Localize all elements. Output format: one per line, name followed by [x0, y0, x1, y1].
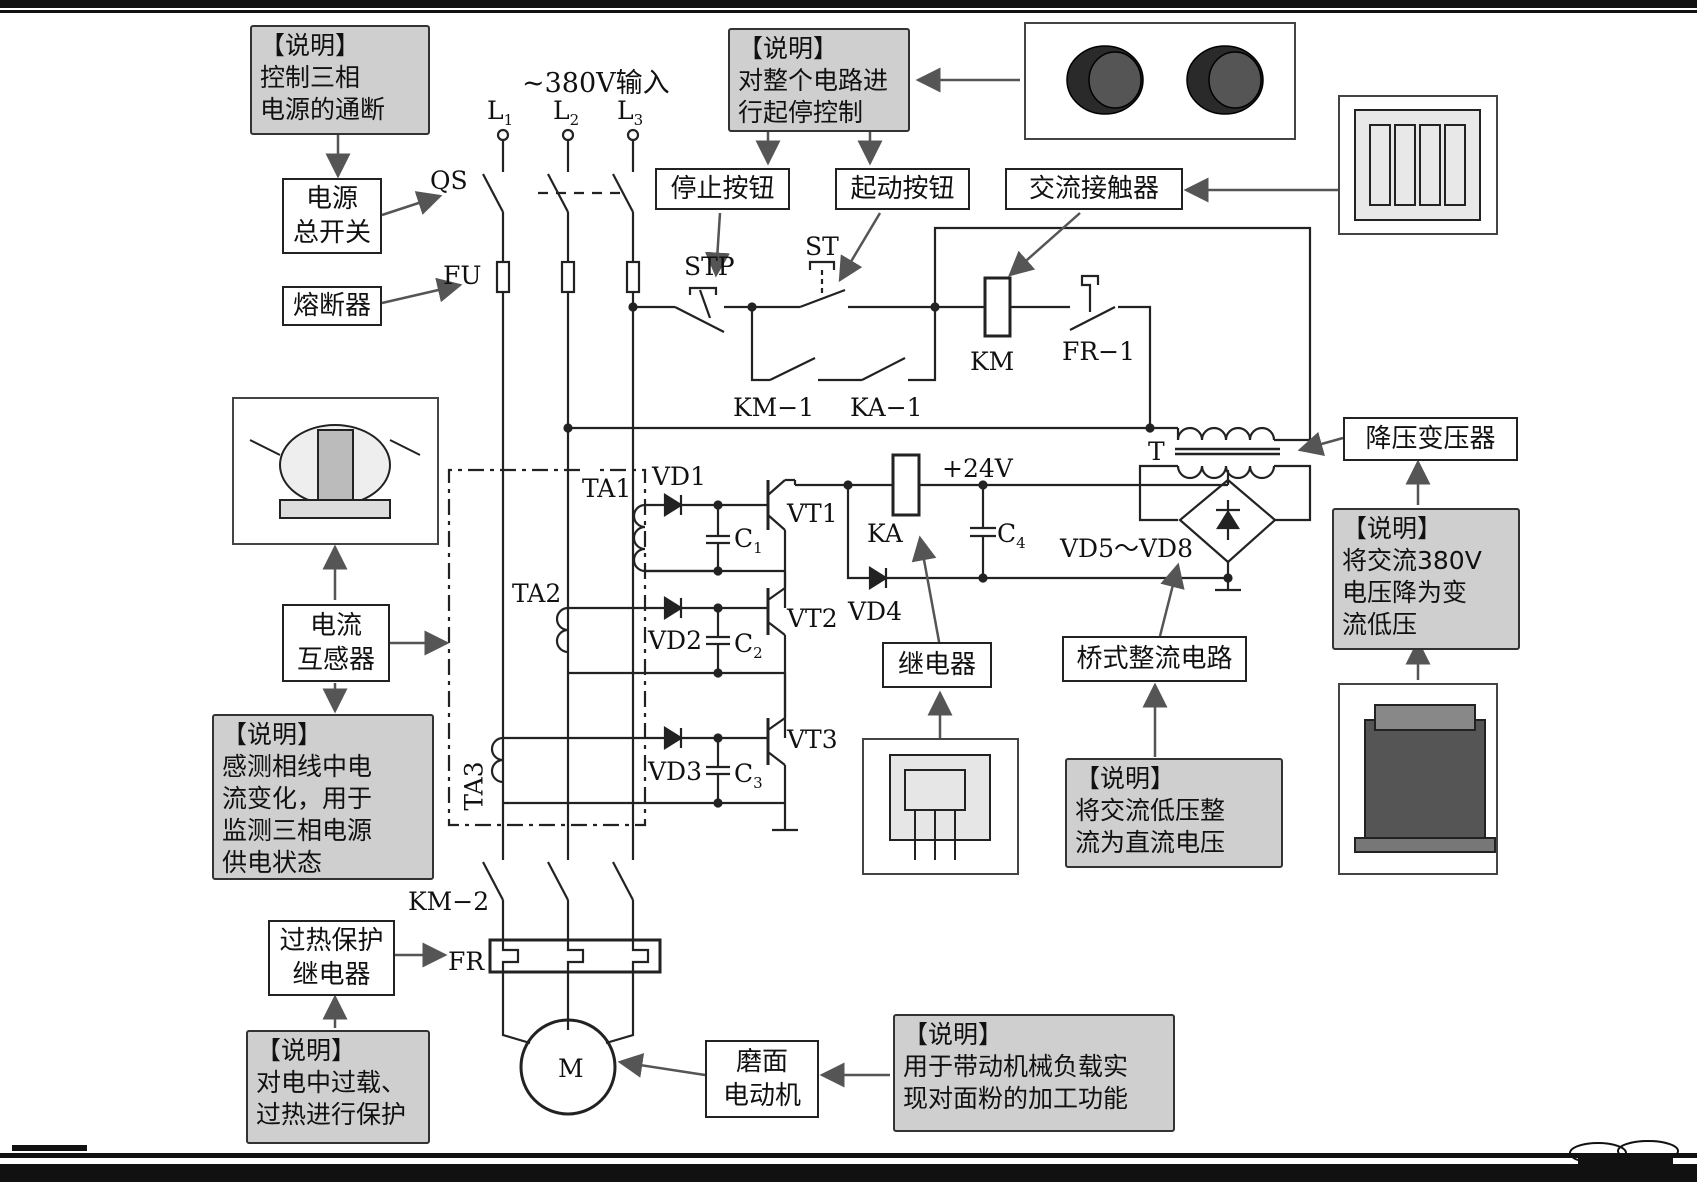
- ct-photo-frame: [232, 397, 439, 545]
- stop-button-box: 停止按钮: [655, 168, 790, 210]
- pushbutton-photo-frame: [1024, 22, 1296, 140]
- km2-contact-2: [547, 861, 569, 901]
- vd3-diode: [663, 726, 684, 750]
- top-border-thick: [0, 0, 1697, 8]
- c1-label: C1: [734, 524, 763, 558]
- thermal-relay-box: 过热保护 继电器: [268, 920, 395, 996]
- bottom-border-thin: [0, 1153, 1697, 1158]
- bridge-rectifier-box: 桥式整流电路: [1062, 636, 1247, 682]
- t-label: T: [1148, 437, 1165, 466]
- note-motor: 【说明】 用于带动机械负载实 现对面粉的加工功能: [893, 1014, 1175, 1132]
- note-bridge: 【说明】 将交流低压整 流为直流电压: [1065, 758, 1283, 868]
- vd1-diode: [663, 493, 684, 517]
- phase-l1-label: L1: [487, 96, 514, 130]
- fuse-1: [495, 260, 511, 294]
- fuse-2: [560, 260, 576, 294]
- note-transformer: 【说明】 将交流380V 电压降为变 流低压: [1332, 508, 1520, 650]
- ta1-label: TA1: [582, 474, 632, 503]
- transformer-primary: [1176, 426, 1276, 441]
- qs-blade-3: [612, 173, 634, 213]
- start-button-box: 起动按钮: [835, 168, 970, 210]
- ta1-coil: [632, 503, 646, 573]
- km2-label: KM−2: [408, 887, 490, 916]
- ka-coil: [891, 453, 921, 517]
- c2-label: C2: [734, 629, 763, 663]
- vt3-label: VT3: [787, 725, 838, 754]
- km1-contact: [769, 357, 816, 381]
- vt2-label: VT2: [787, 604, 838, 633]
- step-down-transformer-box: 降压变压器: [1343, 417, 1518, 461]
- fr1-contact: [1069, 306, 1116, 331]
- ta3-coil: [490, 736, 504, 784]
- c3-label: C3: [734, 759, 763, 793]
- motor-box: 磨面 电动机: [705, 1040, 819, 1118]
- note-current-transformer: 【说明】 感测相线中电 流变化，用于 监测三相电源 供电状态: [212, 714, 434, 880]
- ct-enclosure: [447, 468, 647, 827]
- vd2-label: VD2: [648, 626, 703, 655]
- km1-label: KM−1: [733, 393, 815, 422]
- bottom-border-thick: [0, 1164, 1697, 1182]
- plus24v-label: +24V: [942, 454, 1013, 483]
- fr1-label: FR−1: [1062, 337, 1136, 366]
- vd2-diode: [663, 596, 684, 620]
- phase-l2-label: L2: [553, 96, 580, 130]
- ta3-label: TA3: [459, 761, 489, 811]
- ac-contactor-box: 交流接触器: [1005, 168, 1183, 210]
- st-label: ST: [805, 232, 839, 261]
- relay-box: 继电器: [882, 642, 992, 688]
- contactor-photo-frame: [1338, 95, 1498, 235]
- qs-blade-1: [482, 173, 504, 213]
- vd58-label: VD5～VD8: [1060, 534, 1194, 563]
- publisher-logo-icon: [1569, 1140, 1679, 1165]
- bottom-left-mark: [12, 1145, 87, 1151]
- relay-photo-frame: [862, 738, 1019, 875]
- note-start-stop: 【说明】 对整个电路进 行起停控制: [728, 28, 910, 132]
- vd3-label: VD3: [648, 757, 703, 786]
- km-coil: [983, 276, 1012, 338]
- fuse-box: 熔断器: [282, 286, 382, 326]
- st-contact: [799, 288, 846, 309]
- note-power-control: 【说明】 控制三相 电源的通断: [250, 25, 430, 135]
- note-thermal: 【说明】 对电中过载、 过热进行保护: [246, 1030, 430, 1144]
- ka-label: KA: [867, 519, 903, 548]
- motor-label: M: [558, 1054, 584, 1083]
- fr-element: [488, 938, 662, 974]
- ka1-label: KA−1: [850, 393, 923, 422]
- stp-label: STP: [684, 252, 735, 281]
- fr-label: FR: [448, 947, 485, 976]
- ka1-contact: [861, 357, 906, 381]
- vd1-label: VD1: [652, 462, 707, 491]
- km2-contact-1: [482, 861, 504, 901]
- stp-contact: [674, 306, 725, 333]
- phase-l3-label: L3: [617, 96, 644, 130]
- vt1-label: VT1: [787, 499, 838, 528]
- fu-label: FU: [443, 261, 482, 290]
- ta2-coil: [555, 606, 569, 654]
- c4-label: C4: [997, 519, 1026, 553]
- km2-contact-3: [612, 861, 634, 901]
- km-label: KM: [970, 347, 1015, 376]
- ta2-label: TA2: [512, 579, 562, 608]
- transformer-photo-frame: [1338, 683, 1498, 875]
- current-transformer-box: 电流 互感器: [282, 604, 390, 682]
- input-label: ~380V输入: [522, 68, 670, 99]
- fuse-3: [625, 260, 641, 294]
- qs-label: QS: [430, 166, 468, 195]
- power-switch-box: 电源 总开关: [282, 178, 382, 254]
- motor-symbol: [519, 1018, 617, 1116]
- vd4-label: VD4: [848, 597, 903, 626]
- top-border-thin: [0, 10, 1697, 13]
- vd4-diode: [868, 566, 889, 590]
- transformer-secondary: [1176, 465, 1276, 480]
